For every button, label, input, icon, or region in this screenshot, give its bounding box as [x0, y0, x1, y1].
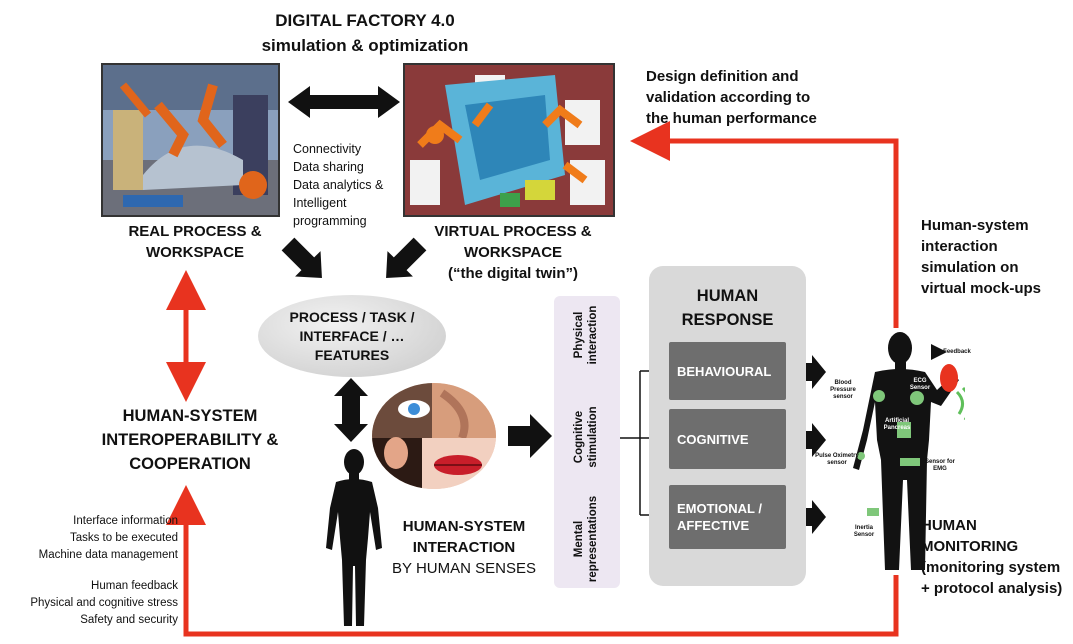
- features-line: PROCESS / TASK /: [289, 308, 415, 325]
- info-item: Interface information: [73, 515, 178, 527]
- factory-robots-picture: [103, 65, 278, 215]
- response-title-line-2: RESPONSE: [681, 311, 774, 329]
- response-title-line-1: HUMAN: [696, 287, 759, 305]
- emg-sensor-icon: [900, 458, 920, 466]
- senses-line-3: BY HUMAN SENSES: [392, 560, 536, 577]
- connectivity-item: Data analytics &: [293, 178, 384, 192]
- interaction-line: interaction: [587, 305, 599, 365]
- senses-collage: [372, 383, 496, 489]
- real-process-image: [101, 63, 280, 217]
- hsi-simulation-text: Human-system interaction simulation on v…: [921, 215, 1071, 299]
- arrow-senses-to-panel: [508, 414, 552, 458]
- header-title: DIGITAL FACTORY 4.0 simulation & optimiz…: [200, 8, 530, 58]
- arrow-real-to-features: [281, 237, 322, 278]
- design-line: Design definition and: [646, 68, 799, 85]
- info-item: Physical and cognitive stress: [30, 597, 178, 609]
- features-ellipse: PROCESS / TASK / INTERFACE / … FEATURES: [258, 295, 446, 377]
- red-arrow-human-to-virtual: [630, 121, 899, 328]
- emotional-box: EMOTIONAL / AFFECTIVE: [669, 485, 786, 549]
- features-line: FEATURES: [314, 346, 390, 363]
- info-item: Machine data management: [38, 549, 178, 561]
- features-line: INTERFACE / …: [299, 327, 405, 344]
- header-line-2: simulation & optimization: [261, 36, 469, 55]
- ecg-sensor-label: ECG Sensor: [909, 378, 931, 391]
- info-item: Safety and security: [80, 614, 178, 626]
- inertia-sensor-label: Inertia Sensor: [853, 525, 875, 538]
- senses-line-2: INTERACTION: [412, 539, 516, 556]
- information-flow-list: Interface information Tasks to be execut…: [0, 513, 178, 629]
- ecg-sensor-icon: [910, 391, 924, 405]
- cognitive-label: COGNITIVE: [677, 431, 749, 447]
- real-caption-line-1: REAL PROCESS &: [128, 223, 262, 240]
- emg-sensor-label: Sensor for EMG: [924, 459, 955, 472]
- info-item: Tasks to be executed: [69, 532, 178, 544]
- feedback-device-icon: [940, 364, 958, 392]
- hsi-sim-line: Human-system: [921, 217, 1029, 234]
- pancreas-sensor-icon: [897, 422, 911, 438]
- human-silhouette-icon: [326, 449, 382, 626]
- monitoring-line: + protocol analysis): [921, 580, 1063, 597]
- real-caption-line-2: WORKSPACE: [145, 244, 245, 261]
- header-line-1: DIGITAL FACTORY 4.0: [275, 11, 455, 30]
- connectivity-item: Data sharing: [293, 160, 364, 174]
- real-process-caption: REAL PROCESS & WORKSPACE: [100, 221, 290, 263]
- arrow-virtual-to-features: [386, 237, 427, 278]
- senses-collage-picture: [372, 383, 496, 489]
- hsi-sim-line: virtual mock-ups: [921, 280, 1042, 297]
- mental-representations-label: Mental representations: [572, 474, 602, 604]
- connectivity-item: Intelligent: [293, 196, 347, 210]
- digital-twin-render: [405, 65, 613, 215]
- blood-pressure-label: Blood Pressure sensor: [830, 380, 856, 400]
- connectivity-list: Connectivity Data sharing Data analytics…: [293, 140, 403, 230]
- behavioural-label: BEHAVIOURAL: [677, 363, 772, 379]
- red-arrow-bottom-loop: [166, 485, 899, 637]
- feedback-label: Feedback: [943, 349, 971, 355]
- design-line: the human performance: [646, 110, 817, 127]
- monitored-human-figure: [853, 332, 965, 570]
- pulse-oximetry-icon: [857, 452, 865, 460]
- monitoring-line: HUMAN: [921, 517, 977, 534]
- pancreas-label: Artificial Pancreas: [883, 418, 911, 431]
- senses-line-1: HUMAN-SYSTEM: [402, 518, 526, 535]
- virtual-caption-line-3: (“the digital twin”): [448, 265, 578, 282]
- interaction-modes-panel: Physical interaction Cognitive stimulati…: [554, 296, 620, 588]
- design-definition-text: Design definition and validation accordi…: [646, 66, 906, 129]
- emotional-label-1: EMOTIONAL /: [677, 501, 762, 516]
- behavioural-box: BEHAVIOURAL: [669, 342, 786, 400]
- interop-line: INTEROPERABILITY &: [101, 431, 279, 449]
- hsi-sim-line: interaction: [921, 238, 998, 255]
- physical-interaction-label: Physical interaction: [572, 280, 602, 390]
- monitoring-line: (monitoring system: [921, 559, 1061, 576]
- virtual-process-image: [403, 63, 615, 217]
- human-response-title: HUMAN RESPONSE: [649, 284, 806, 332]
- physical-line: Physical: [573, 311, 585, 359]
- inertia-sensor-icon: [867, 508, 879, 516]
- virtual-process-caption: VIRTUAL PROCESS & WORKSPACE (“the digita…: [408, 221, 618, 284]
- connectivity-item: Connectivity: [293, 142, 362, 156]
- cognitive-box: COGNITIVE: [669, 409, 786, 469]
- virtual-caption-line-1: VIRTUAL PROCESS &: [434, 223, 592, 240]
- interop-line: HUMAN-SYSTEM: [122, 407, 258, 425]
- interoperability-text: HUMAN-SYSTEM INTEROPERABILITY & COOPERAT…: [90, 404, 290, 476]
- representations-line: representations: [587, 495, 599, 583]
- info-item: Human feedback: [91, 580, 178, 592]
- senses-caption: HUMAN-SYSTEM INTERACTION BY HUMAN SENSES: [384, 516, 544, 579]
- human-response-panel: HUMAN RESPONSE BEHAVIOURAL COGNITIVE EMO…: [649, 266, 806, 586]
- blood-pressure-sensor-icon: [873, 390, 885, 402]
- connectivity-item: programming: [293, 214, 367, 228]
- emotional-label-2: AFFECTIVE: [677, 518, 750, 533]
- pulse-oximetry-label: Pulse Oximetry sensor: [815, 453, 859, 466]
- hsi-sim-line: simulation on: [921, 259, 1019, 276]
- double-arrow-real-virtual: [288, 86, 400, 118]
- monitoring-line: MONITORING: [921, 538, 1019, 555]
- design-line: validation according to: [646, 89, 811, 106]
- human-monitoring-caption: HUMAN MONITORING (monitoring system + pr…: [921, 515, 1073, 599]
- mental-line: Mental: [573, 520, 585, 558]
- interop-line: COOPERATION: [129, 455, 251, 473]
- virtual-caption-line-2: WORKSPACE: [463, 244, 563, 261]
- double-arrow-features-human: [334, 378, 368, 442]
